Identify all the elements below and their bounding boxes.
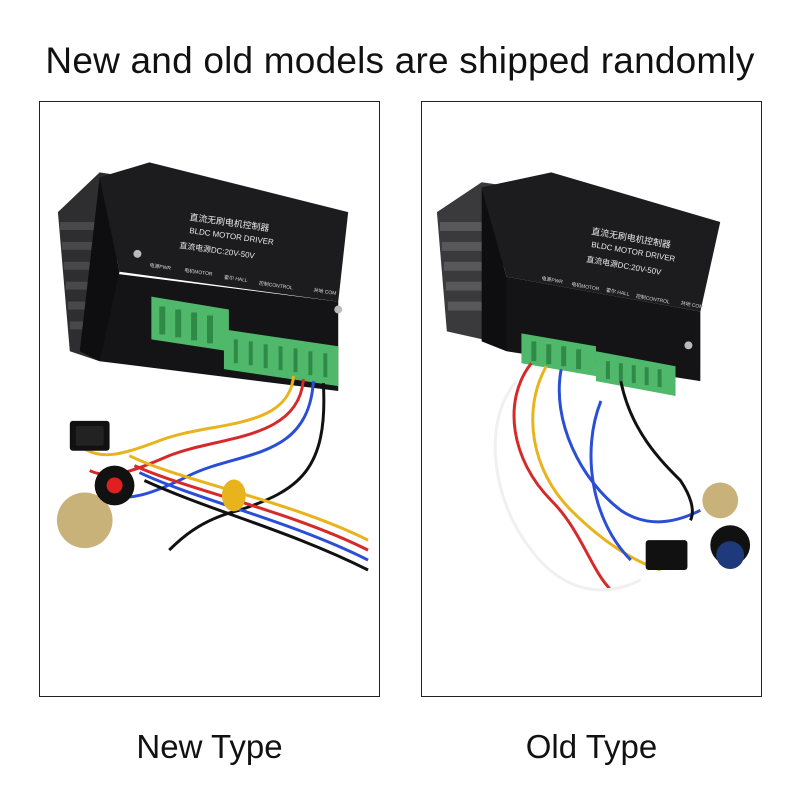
screw-icon xyxy=(133,249,142,258)
potentiometer-icon xyxy=(56,492,113,549)
label-motor: 电机MOTOR xyxy=(184,267,213,278)
label-com: 共地 COM xyxy=(313,287,337,297)
screw-icon xyxy=(334,305,343,314)
housing-top xyxy=(99,162,349,302)
label-control: 控制CONTROL xyxy=(258,280,293,292)
caption-old-type: Old Type xyxy=(525,728,658,765)
potentiometer-icon xyxy=(702,482,739,519)
label-pwr: 电源PWR xyxy=(149,262,172,272)
label-hall: 霍尔 HALL xyxy=(606,287,631,298)
headline: New and old models are shipped randomly xyxy=(45,40,755,81)
product-photo-new-type: 直流无刷电机控制器 BLDC MOTOR DRIVER 直流电源DC:20V-5… xyxy=(39,101,380,697)
screw-icon xyxy=(684,341,693,350)
bldc-driver-old-illustration: 直流无刷电机控制器 BLDC MOTOR DRIVER 直流电源DC:20V-5… xyxy=(436,172,751,592)
label-hall: 霍尔 HALL xyxy=(224,274,249,284)
product-photo-old-type: 直流无刷电机控制器 BLDC MOTOR DRIVER 直流电源DC:20V-5… xyxy=(421,101,762,697)
label-pwr: 电源PWR xyxy=(541,275,564,286)
bldc-driver-new-illustration: 直流无刷电机控制器 BLDC MOTOR DRIVER 直流电源DC:20V-5… xyxy=(56,162,369,572)
label-com: 共地 COM xyxy=(680,300,704,311)
housing-top xyxy=(481,172,721,312)
rocker-switch-icon xyxy=(645,540,688,570)
label-motor: 电机MOTOR xyxy=(571,281,601,293)
wire-harness xyxy=(493,362,702,592)
caption-new-type: New Type xyxy=(136,728,283,765)
